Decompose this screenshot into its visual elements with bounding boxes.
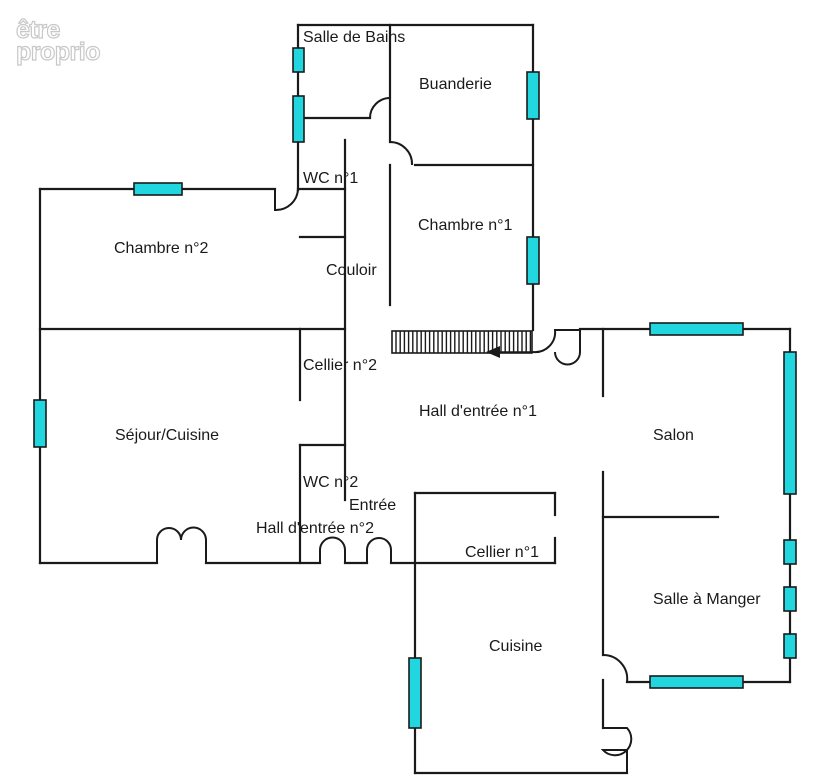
room-label-chambre2: Chambre n°2 (114, 240, 209, 257)
doors (156, 97, 633, 773)
window (783, 586, 797, 612)
room-labels: Salle de Bains Buanderie WC n°1 Chambre … (114, 29, 761, 655)
windows (33, 47, 797, 729)
room-label-hall2: Hall d'entrée n°2 (256, 520, 374, 537)
window (783, 351, 797, 495)
room-label-chambre1: Chambre n°1 (418, 217, 513, 234)
room-label-couloir: Couloir (326, 262, 377, 279)
window (408, 657, 422, 729)
room-label-entree: Entrée (349, 497, 396, 514)
window (783, 539, 797, 565)
door-arc (369, 97, 391, 119)
window (526, 236, 540, 285)
door-arc (366, 537, 392, 563)
room-label-salon: Salon (653, 427, 694, 444)
room-label-salle-de-bains: Salle de Bains (303, 29, 405, 46)
room-label-wc1: WC n°1 (303, 170, 358, 187)
door-arc (156, 526, 207, 563)
room-label-cellier2: Cellier n°2 (303, 357, 377, 374)
room-label-hall1: Hall d'entrée n°1 (419, 403, 537, 420)
room-label-cellier1: Cellier n°1 (465, 544, 539, 561)
door-arc (602, 653, 629, 683)
room-label-salle-a-manger: Salle à Manger (653, 591, 761, 608)
room-label-cuisine: Cuisine (489, 638, 542, 655)
window (526, 71, 540, 120)
logo: être proprio (15, 15, 101, 66)
door-arc (532, 329, 581, 366)
window (783, 633, 797, 659)
window (292, 47, 305, 73)
door-arc (274, 188, 299, 212)
room-label-wc2: WC n°2 (303, 474, 358, 491)
stair-steps (395, 331, 532, 353)
window (649, 322, 744, 336)
window (292, 95, 305, 143)
window (649, 675, 744, 689)
window (133, 182, 183, 196)
logo-line2: proprio (16, 38, 100, 66)
door-arc (389, 140, 414, 166)
staircase (391, 330, 533, 358)
stair-arrow-icon (486, 346, 500, 358)
door-arc (319, 536, 346, 563)
door-arc (600, 727, 633, 773)
window (33, 399, 47, 448)
room-label-sejour: Séjour/Cuisine (115, 427, 219, 444)
logo-line1: être (16, 16, 60, 44)
room-label-buanderie: Buanderie (419, 76, 492, 93)
